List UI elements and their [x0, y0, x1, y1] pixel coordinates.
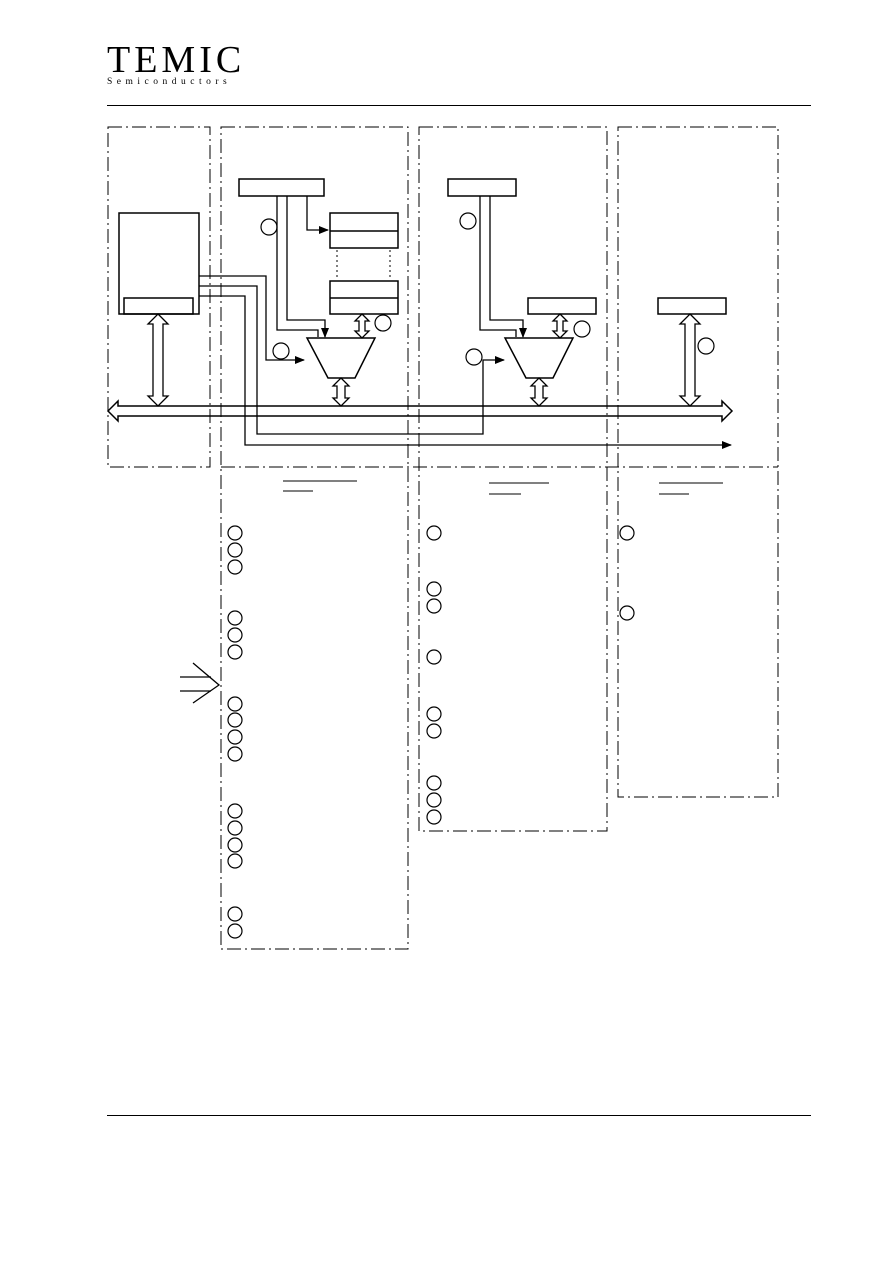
brand-name: TEMIC — [107, 39, 246, 81]
marker-icon — [573, 320, 591, 338]
marker-icon — [227, 627, 243, 643]
marker-icon — [227, 644, 243, 660]
region-column-3 — [617, 126, 779, 798]
mux-icon — [503, 337, 575, 379]
marker-icon — [697, 337, 715, 355]
marker-icon — [426, 649, 442, 665]
latch1-arrow-icon — [353, 313, 371, 339]
input-pointer-icon — [180, 662, 221, 704]
legend-markers-column-1 — [227, 525, 243, 939]
marker-icon — [272, 342, 290, 360]
col2-top-register — [447, 178, 517, 197]
latch-links — [336, 250, 391, 279]
marker-icon — [227, 610, 243, 626]
vertical-buses — [146, 313, 702, 407]
column-heading-rules — [283, 480, 723, 495]
marker-icon — [426, 809, 442, 825]
marker-icon — [227, 906, 243, 922]
mux1-bus-arrow-icon — [331, 377, 351, 407]
brand-logo: TEMIC Semiconductors — [107, 40, 245, 87]
mux2-bus-arrow-icon — [529, 377, 549, 407]
marker-icon — [374, 314, 392, 332]
col3-bus-arrow-icon — [678, 313, 702, 407]
cpu-register — [123, 297, 194, 315]
marker-icon — [426, 581, 442, 597]
marker-icon — [260, 218, 278, 236]
marker-icon — [227, 820, 243, 836]
latch2-arrow-icon — [551, 313, 569, 339]
marker-icon — [619, 525, 635, 541]
marker-icon — [426, 706, 442, 722]
region-cpu — [107, 126, 211, 468]
legend-markers-column-2 — [426, 525, 442, 825]
marker-icon — [227, 729, 243, 745]
marker-icon — [465, 348, 483, 366]
col1-top-register — [238, 178, 325, 197]
brand-tagline: Semiconductors — [107, 77, 232, 87]
marker-icon — [227, 853, 243, 869]
cpu-block — [118, 212, 200, 315]
multiplexers — [305, 337, 575, 379]
marker-icon — [227, 923, 243, 939]
col2-register — [527, 297, 597, 315]
marker-icon — [619, 605, 635, 621]
main-bus-arrow-icon — [106, 399, 734, 423]
marker-icon — [227, 837, 243, 853]
cpu-bus-arrow-icon — [146, 313, 170, 407]
marker-icon — [426, 792, 442, 808]
blocks — [118, 178, 727, 315]
diagram-markers — [260, 212, 715, 366]
marker-icon — [426, 598, 442, 614]
marker-icon — [426, 775, 442, 791]
col3-register — [657, 297, 727, 315]
region-column-2 — [418, 126, 608, 832]
legend-markers-column-3 — [619, 525, 635, 621]
marker-icon — [227, 559, 243, 575]
marker-icon — [459, 212, 477, 230]
signal-lines — [199, 196, 732, 449]
region-frames — [107, 126, 779, 950]
marker-icon — [227, 542, 243, 558]
marker-icon — [227, 525, 243, 541]
marker-icon — [227, 696, 243, 712]
marker-icon — [426, 525, 442, 541]
footer-rule — [107, 1115, 811, 1116]
marker-icon — [426, 723, 442, 739]
marker-icon — [227, 712, 243, 728]
mux-icon — [305, 337, 377, 379]
header-rule — [107, 105, 811, 106]
region-column-1 — [220, 126, 409, 950]
marker-icon — [227, 803, 243, 819]
marker-icon — [227, 746, 243, 762]
